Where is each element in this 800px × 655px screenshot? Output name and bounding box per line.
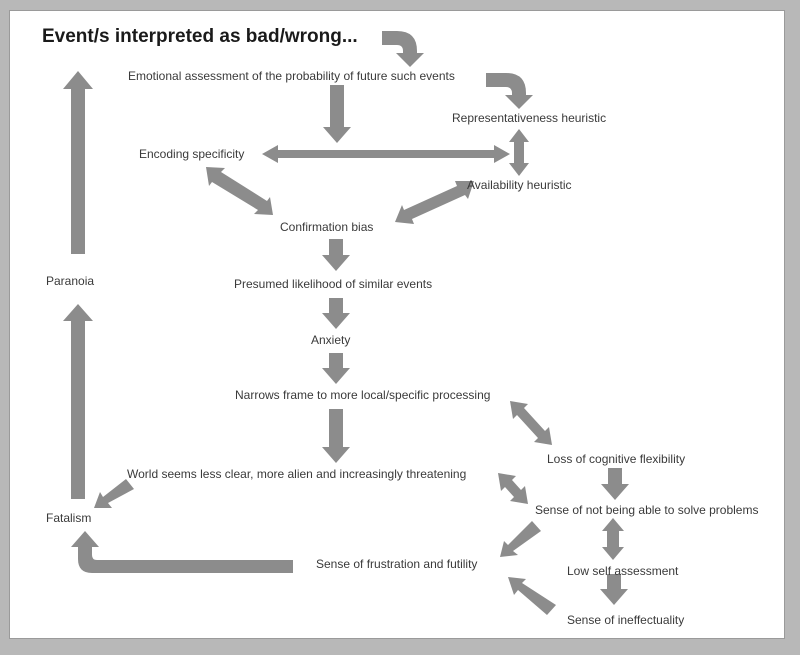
node-emotional-assessment: Emotional assessment of the probability … bbox=[128, 69, 455, 83]
node-encoding-specificity: Encoding specificity bbox=[139, 147, 245, 161]
node-availability-heuristic: Availability heuristic bbox=[467, 178, 572, 192]
node-presumed-likelihood: Presumed likelihood of similar events bbox=[234, 277, 433, 291]
diagram-frame: Event/s interpreted as bad/wrong... Emot… bbox=[9, 10, 785, 639]
diagram-title: Event/s interpreted as bad/wrong... bbox=[42, 26, 358, 47]
arrow-ineffectuality-frustration bbox=[508, 577, 556, 615]
node-frustration-and-futility: Sense of frustration and futility bbox=[316, 557, 478, 571]
node-confirmation-bias: Confirmation bias bbox=[280, 220, 374, 234]
arrow-emotional-down bbox=[323, 85, 351, 143]
arrow-world-notable bbox=[498, 473, 528, 504]
arrow-loss-down bbox=[601, 468, 629, 500]
arrow-availability-confirmation bbox=[395, 181, 474, 224]
arrow-paranoia-up bbox=[63, 71, 93, 254]
node-representativeness-heuristic: Representativeness heuristic bbox=[452, 111, 607, 125]
arrow-anxiety-down bbox=[322, 353, 350, 384]
arrow-fatalism-up bbox=[63, 304, 93, 499]
node-narrows-frame: Narrows frame to more local/specific pro… bbox=[235, 388, 491, 402]
arrow-world-fatalism bbox=[94, 479, 134, 508]
arrow-narrows-loss bbox=[510, 401, 552, 445]
node-loss-of-cognitive-flexibility: Loss of cognitive flexibility bbox=[547, 452, 686, 466]
arrow-layer bbox=[63, 31, 629, 615]
arrow-notable-frustration bbox=[500, 521, 541, 557]
arrow-narrows-down bbox=[322, 409, 350, 463]
node-anxiety: Anxiety bbox=[311, 333, 351, 347]
node-paranoia: Paranoia bbox=[46, 274, 95, 288]
arrow-encoding-confirmation bbox=[206, 167, 273, 215]
arrow-notable-lowself bbox=[602, 518, 624, 560]
arrow-emotional-to-representativeness bbox=[486, 73, 533, 109]
node-fatalism: Fatalism bbox=[46, 511, 92, 525]
node-sense-of-ineffectuality: Sense of ineffectuality bbox=[567, 613, 685, 627]
arrow-representativeness-availability bbox=[509, 129, 529, 176]
arrow-presumed-down bbox=[322, 298, 350, 329]
arrow-lowself-down bbox=[600, 574, 628, 605]
node-not-able-to-solve-problems: Sense of not being able to solve problem… bbox=[535, 503, 759, 517]
arrow-encoding-availability bbox=[262, 145, 510, 163]
node-low-self-assessment: Low self assessment bbox=[567, 564, 679, 578]
arrow-frustration-fatalism bbox=[71, 531, 293, 573]
node-world-seems: World seems less clear, more alien and i… bbox=[127, 467, 467, 481]
arrow-confirmation-down bbox=[322, 239, 350, 271]
arrow-title-to-emotional bbox=[382, 31, 424, 67]
